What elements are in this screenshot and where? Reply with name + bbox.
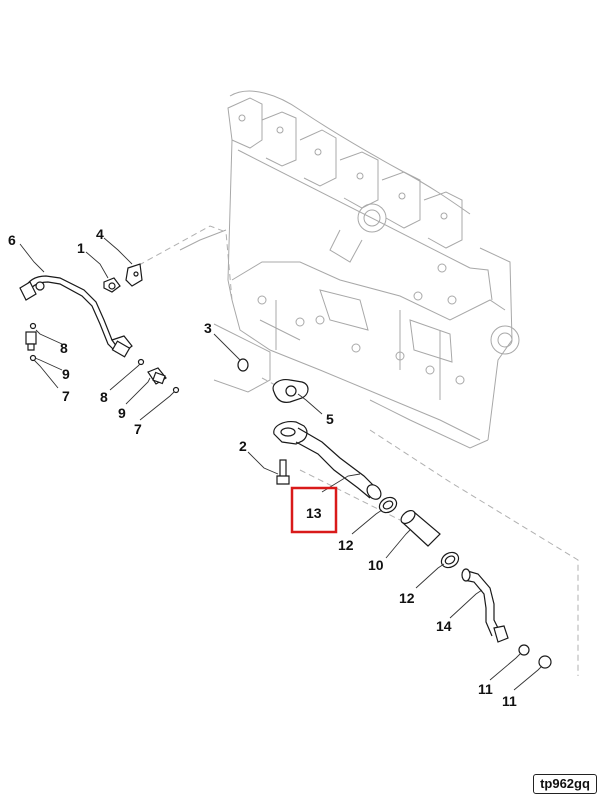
part-12-clamp-upper <box>378 496 398 514</box>
highlight-box-part-13 <box>290 486 338 534</box>
part-6-pipe <box>19 275 133 358</box>
callout-8-left: 8 <box>60 340 68 356</box>
part-11-o-ring-a <box>518 644 530 656</box>
part-4-bracket <box>125 263 143 287</box>
leader-lines <box>19 237 543 691</box>
drawing-code-label: tp962gq <box>533 774 597 794</box>
callout-9-left: 9 <box>62 366 70 382</box>
part-10-hose <box>400 509 441 547</box>
part-7-washer-right <box>172 386 180 394</box>
part-9-washer-left <box>29 322 37 330</box>
callout-2: 2 <box>239 438 247 454</box>
callout-12-upper: 12 <box>338 537 354 553</box>
part-5-gasket <box>272 379 309 403</box>
part-14-bent-tube <box>461 568 509 643</box>
callout-5: 5 <box>326 411 334 427</box>
part-8-fitting-right <box>147 367 167 385</box>
callout-4: 4 <box>96 226 104 242</box>
callout-13: 13 <box>306 505 322 521</box>
part-12-clamp-lower <box>440 551 460 569</box>
callout-6: 6 <box>8 232 16 248</box>
part-9-washer-right <box>137 358 145 366</box>
part-1-fitting <box>103 277 121 293</box>
callout-12-lower: 12 <box>399 590 415 606</box>
engine-block-outline <box>129 90 579 676</box>
part-2-bolt <box>276 459 290 485</box>
part-3-o-ring <box>237 358 249 372</box>
callout-9-right: 9 <box>118 405 126 421</box>
callout-1: 1 <box>77 240 85 256</box>
callout-10: 10 <box>368 557 384 573</box>
callout-8-right: 8 <box>100 389 108 405</box>
callout-14: 14 <box>436 618 452 634</box>
part-7-washer-left <box>29 354 37 362</box>
callout-11-a: 11 <box>478 681 493 697</box>
callout-3: 3 <box>204 320 212 336</box>
callout-labels: 6 1 4 3 8 9 7 8 9 7 5 2 13 12 10 12 14 1… <box>8 226 517 709</box>
callout-11-b: 11 <box>502 693 517 709</box>
callout-7-right: 7 <box>134 421 142 437</box>
part-8-fitting-left <box>25 331 37 351</box>
part-13-drain-tube <box>273 421 382 500</box>
callout-7-left: 7 <box>62 388 70 404</box>
part-11-o-ring-b <box>538 655 552 669</box>
